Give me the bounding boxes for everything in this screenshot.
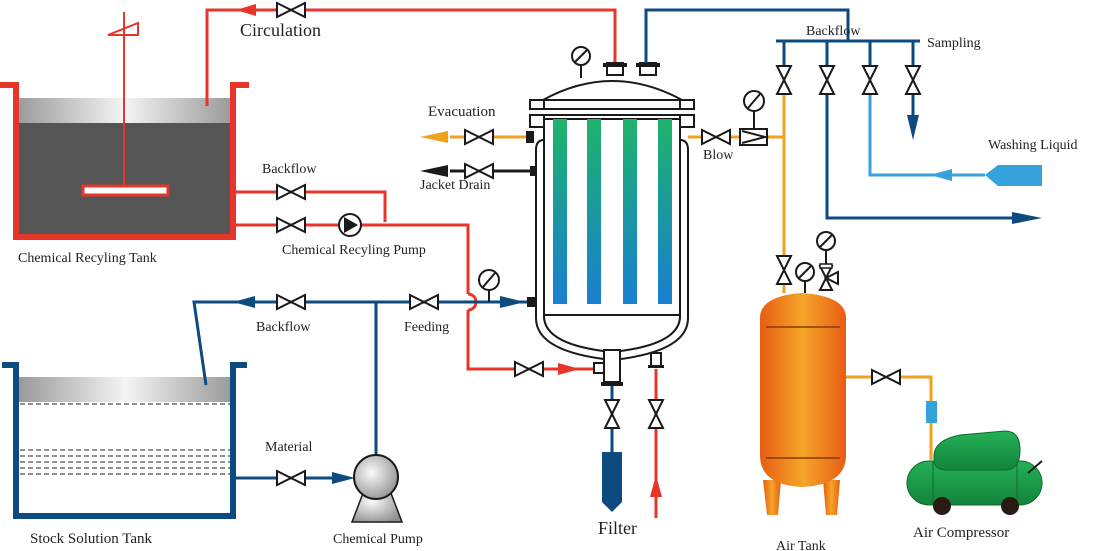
flow-arrow-icon (558, 363, 580, 375)
agitator-blade (81, 184, 170, 197)
pump-icon (344, 217, 358, 233)
tank-body (760, 293, 846, 487)
filter-element (587, 119, 601, 304)
filter-cartridge (602, 452, 622, 512)
jacket-drain-line (420, 162, 536, 180)
safety-valve[interactable] (816, 231, 839, 291)
air-tank-label: Air Tank (776, 539, 826, 551)
material-valve[interactable] (276, 469, 306, 487)
blow-regulator[interactable] (739, 90, 769, 146)
feed-pressure-gauge (478, 269, 500, 291)
flow-arrow-icon (420, 131, 448, 143)
backflow-right-label: Backflow (806, 24, 861, 39)
washing-liquid-label: Washing Liquid (988, 138, 1077, 153)
filter-valve[interactable] (603, 399, 621, 429)
filter-element (553, 119, 567, 304)
compressor-line (846, 368, 937, 460)
chemical-backflow-line (235, 183, 387, 222)
manifold-valve-1[interactable] (775, 65, 793, 95)
air-inlet-valve[interactable] (775, 255, 793, 285)
material-label: Material (265, 440, 313, 455)
washing-liquid-line (868, 95, 1042, 186)
agitator-motor-icon (107, 21, 139, 36)
backflow-sampling-manifold (644, 8, 1042, 224)
chemical-recycling-pump[interactable] (338, 213, 362, 237)
backflow-valve-left[interactable] (276, 293, 306, 311)
chemical-pump-label: Chemical Pump (333, 532, 423, 547)
blow-line (688, 90, 793, 293)
dome-pressure-gauge (571, 46, 591, 66)
tank-leg (763, 480, 781, 515)
washing-liquid-source (985, 165, 1042, 186)
chemical-recycling-pump-line (235, 213, 600, 378)
material-line (235, 469, 355, 487)
circulation-valve[interactable] (276, 1, 306, 19)
backflow-valve-top[interactable] (276, 183, 306, 201)
jacket-inlet-valve[interactable] (647, 399, 665, 429)
manifold-valve-2[interactable] (818, 65, 836, 95)
chemical-recycling-tank (0, 12, 249, 240)
tank-wall (0, 82, 249, 240)
evacuation-valve[interactable] (464, 128, 494, 146)
vessel-dome (542, 80, 683, 101)
washing-valve[interactable] (861, 65, 879, 95)
flow-arrow-icon (907, 115, 919, 140)
flow-arrow-icon (500, 296, 525, 308)
air-compressor-label: Air Compressor (913, 525, 1009, 541)
feed-line (192, 269, 537, 455)
evacuation-line (420, 128, 534, 146)
tank-leg (823, 480, 840, 515)
backflow-left-label: Backflow (256, 320, 311, 335)
flow-arrow-icon (332, 472, 355, 484)
jacket-inlet-line (647, 369, 665, 518)
jacket-drain-valve[interactable] (464, 162, 494, 180)
blow-pressure-gauge (743, 90, 765, 112)
stock-solution-tank-label: Stock Solution Tank (30, 531, 153, 547)
filter-outlet-line (602, 386, 622, 512)
filter-vessel (529, 46, 695, 386)
sampling-label: Sampling (927, 36, 981, 51)
chemical-pump[interactable] (350, 454, 404, 523)
recycling-pump-valve[interactable] (276, 216, 306, 234)
blow-valve[interactable] (701, 128, 731, 146)
filter-label: Filter (598, 518, 637, 538)
sampling-valve[interactable] (904, 65, 922, 95)
circulation-label: Circulation (240, 20, 321, 40)
compressor-valve[interactable] (871, 368, 901, 386)
air-tank-pressure-gauge (795, 262, 815, 282)
air-filter (926, 401, 937, 423)
feeding-label: Feeding (404, 320, 449, 335)
flow-arrow-icon (650, 475, 662, 497)
jacket-drain-label: Jacket Drain (420, 178, 490, 193)
liquid-surface (19, 377, 232, 402)
air-compressor[interactable] (906, 430, 1043, 515)
chemical-recycling-pump-label: Chemical Recyling Pump (282, 243, 426, 258)
recycle-feed-valve[interactable] (514, 360, 544, 378)
tank-wall (2, 362, 247, 519)
feeding-valve[interactable] (409, 293, 439, 311)
filter-element (623, 119, 637, 304)
chemical-recycling-tank-label: Chemical Recyling Tank (18, 251, 157, 266)
flow-arrow-icon (1012, 212, 1042, 224)
filter-element (658, 119, 672, 304)
backflow-top-label: Backflow (262, 162, 317, 177)
flow-arrow-icon (236, 4, 256, 16)
blow-label: Blow (703, 148, 734, 163)
flow-arrow-icon (930, 169, 952, 181)
flow-arrow-icon (233, 296, 255, 308)
stock-solution-tank (2, 362, 247, 519)
flow-arrow-icon (420, 165, 448, 177)
evacuation-label: Evacuation (428, 104, 496, 120)
circulation-line (205, 1, 617, 106)
air-tank (760, 231, 846, 515)
